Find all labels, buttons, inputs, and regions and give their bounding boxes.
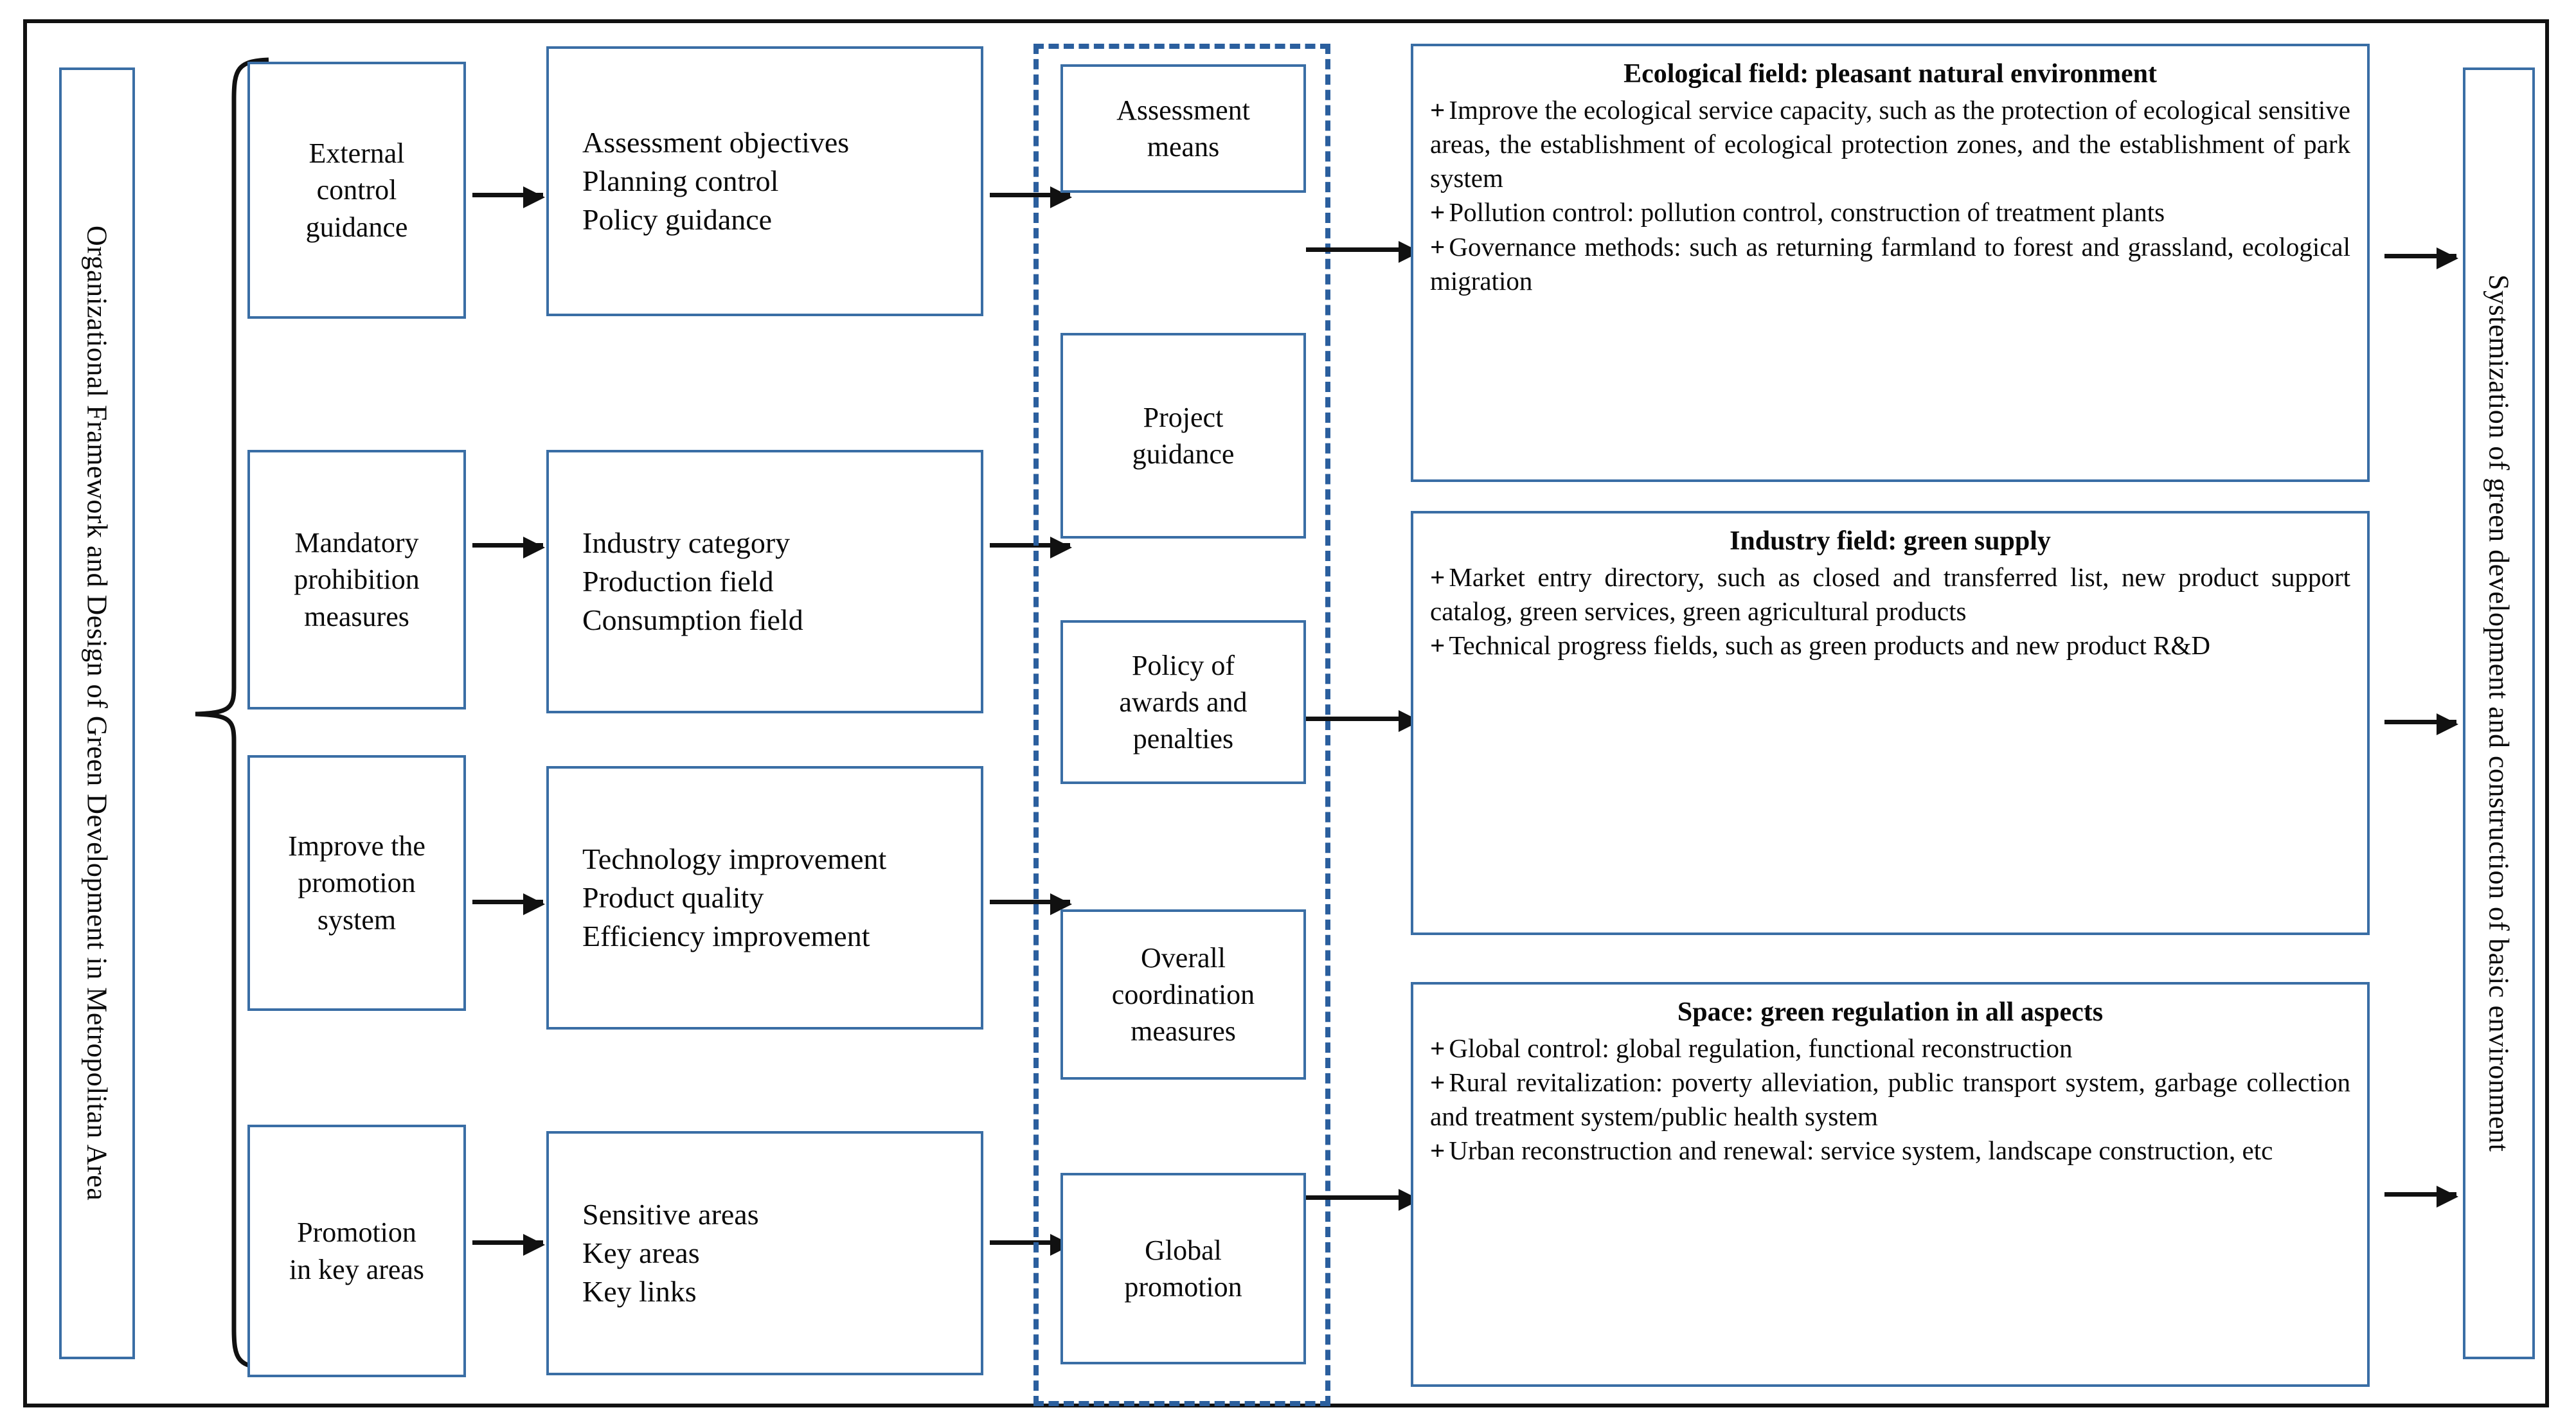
dashed-group-container: [1033, 44, 1330, 1406]
col1-box-external-control-guidance[interactable]: External control guidance: [247, 62, 466, 319]
col2-box-text-0: Assessment objectives Planning control P…: [582, 126, 850, 236]
col2-box-industry-category[interactable]: Industry category Production field Consu…: [546, 450, 983, 713]
panel-1-item-0: +Market entry directory, such as closed …: [1430, 562, 2350, 626]
col3-box-text-4: Global promotion: [1124, 1234, 1242, 1303]
bullet-plus-icon: +: [1430, 1067, 1445, 1097]
left-title-text: Organizational Framework and Design of G…: [81, 226, 113, 1201]
panel-1-title: Industry field: green supply: [1730, 526, 2051, 556]
col2-box-technology-improvement[interactable]: Technology improvement Product quality E…: [546, 766, 983, 1030]
panel-2-item-0: +Global control: global regulation, func…: [1430, 1033, 2073, 1063]
left-title-box: Organizational Framework and Design of G…: [59, 67, 135, 1359]
col3-box-assessment-means[interactable]: Assessment means: [1060, 64, 1306, 193]
col3-box-overall-coordination-measures[interactable]: Overall coordination measures: [1060, 909, 1306, 1080]
bullet-plus-icon: +: [1430, 231, 1445, 262]
col1-box-text-1: Mandatory prohibition measures: [294, 527, 420, 632]
arrow-col3-to-panel-0: [1306, 241, 1420, 263]
panel-ecological-field[interactable]: Ecological field: pleasant natural envir…: [1411, 44, 2370, 482]
bullet-plus-icon: +: [1430, 94, 1445, 125]
bullet-plus-icon: +: [1430, 197, 1445, 228]
col3-box-text-1: Project guidance: [1132, 401, 1235, 470]
bullet-plus-icon: +: [1430, 1136, 1445, 1166]
col1-box-text-0: External control guidance: [305, 138, 408, 243]
col2-box-text-2: Technology improvement Product quality E…: [582, 843, 887, 952]
col1-box-improve-promotion-system[interactable]: Improve the promotion system: [247, 755, 466, 1011]
panel-industry-field[interactable]: Industry field: green supply +Market ent…: [1411, 511, 2370, 935]
col3-box-policy-awards-penalties[interactable]: Policy of awards and penalties: [1060, 620, 1306, 784]
right-title-text: Systemization of green development and c…: [2483, 274, 2515, 1152]
col2-box-assessment-objectives[interactable]: Assessment objectives Planning control P…: [546, 46, 983, 316]
col3-box-global-promotion[interactable]: Global promotion: [1060, 1173, 1306, 1364]
panel-0-item-0: +Improve the ecological service capacity…: [1430, 94, 2350, 193]
left-brace-icon: [195, 57, 269, 1371]
arrow-col3-to-panel-2: [1306, 1189, 1420, 1211]
arrow-col2-to-col3-1: [990, 537, 1072, 558]
bullet-plus-icon: +: [1430, 562, 1445, 592]
col1-box-text-2: Improve the promotion system: [288, 830, 425, 936]
col1-box-promotion-in-key-areas[interactable]: Promotion in key areas: [247, 1125, 466, 1377]
arrow-col3-to-panel-1: [1306, 710, 1420, 732]
col2-box-sensitive-areas[interactable]: Sensitive areas Key areas Key links: [546, 1131, 983, 1375]
arrow-panel-to-right-title-2: [2384, 1186, 2458, 1208]
panel-1-item-1: +Technical progress fields, such as gree…: [1430, 630, 2211, 661]
arrow-col1-to-col2-2: [472, 893, 545, 915]
right-title-box: Systemization of green development and c…: [2463, 67, 2535, 1359]
col2-box-text-3: Sensitive areas Key areas Key links: [582, 1198, 759, 1308]
arrow-col1-to-col2-0: [472, 186, 545, 208]
col2-box-text-1: Industry category Production field Consu…: [582, 526, 803, 636]
bullet-plus-icon: +: [1430, 1033, 1445, 1063]
panel-0-title: Ecological field: pleasant natural envir…: [1623, 59, 2157, 89]
arrow-col1-to-col2-1: [472, 537, 545, 558]
panel-2-item-2: +Urban reconstruction and renewal: servi…: [1430, 1136, 2273, 1166]
col3-box-text-0: Assessment means: [1116, 94, 1250, 163]
arrow-col1-to-col2-3: [472, 1234, 545, 1256]
panel-space-green-regulation[interactable]: Space: green regulation in all aspects +…: [1411, 982, 2370, 1387]
panel-2-item-1: +Rural revitalization: poverty alleviati…: [1430, 1067, 2350, 1132]
panel-0-item-2: +Governance methods: such as returning f…: [1430, 231, 2350, 296]
panel-0-item-1: +Pollution control: pollution control, c…: [1430, 197, 2165, 228]
arrow-panel-to-right-title-1: [2384, 713, 2458, 735]
bullet-plus-icon: +: [1430, 630, 1445, 661]
col1-box-mandatory-prohibition-measures[interactable]: Mandatory prohibition measures: [247, 450, 466, 710]
arrow-panel-to-right-title-0: [2384, 247, 2458, 269]
col3-box-text-3: Overall coordination measures: [1111, 942, 1255, 1048]
col3-box-text-2: Policy of awards and penalties: [1119, 649, 1248, 755]
col3-box-project-guidance[interactable]: Project guidance: [1060, 333, 1306, 539]
panel-2-title: Space: green regulation in all aspects: [1677, 997, 2104, 1027]
col1-box-text-3: Promotion in key areas: [289, 1217, 425, 1285]
